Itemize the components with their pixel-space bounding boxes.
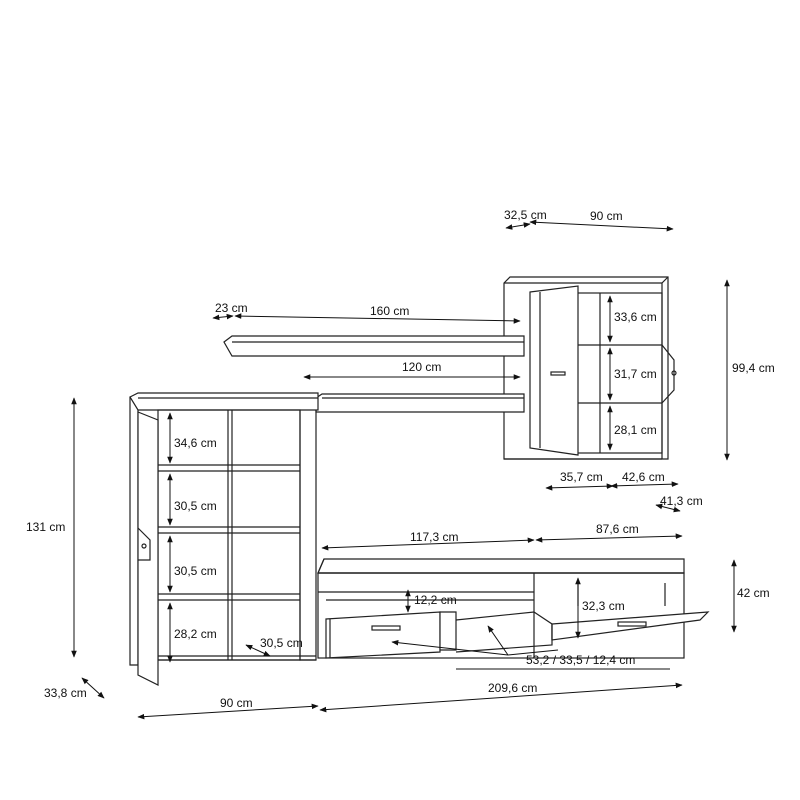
label-tv-height: 42 cm xyxy=(737,586,770,600)
label-shelf-depth: 23 cm xyxy=(215,301,248,315)
label-book-depth: 33,8 cm xyxy=(44,686,87,700)
label-wall-comp1: 33,6 cm xyxy=(614,310,657,324)
label-tv-right-width: 87,6 cm xyxy=(596,522,639,536)
label-shelf-short: 120 cm xyxy=(402,360,441,374)
label-wall-height: 99,4 cm xyxy=(732,361,775,375)
tv-unit xyxy=(317,558,710,659)
wall-cabinet xyxy=(503,276,677,460)
dimension-lines xyxy=(71,219,737,720)
label-wall-inner-depth: 41,3 cm xyxy=(660,494,703,508)
label-wall-comp3: 28,1 cm xyxy=(614,423,657,437)
bookcase xyxy=(129,392,319,686)
label-book-height: 131 cm xyxy=(26,520,65,534)
label-tv-drawer-dims: 53,2 / 33,5 / 12,4 cm xyxy=(526,653,635,667)
label-tv-total-width: 209,6 cm xyxy=(488,681,537,695)
label-shelf-long: 160 cm xyxy=(370,304,409,318)
label-book-comp-width: 30,5 cm xyxy=(260,636,303,650)
label-wall-comp2: 31,7 cm xyxy=(614,367,657,381)
label-wall-split-left: 35,7 cm xyxy=(560,470,603,484)
label-book-comp2: 30,5 cm xyxy=(174,499,217,513)
label-tv-drawer-h: 12,2 cm xyxy=(414,593,457,607)
label-top-width: 90 cm xyxy=(590,209,623,223)
dimension-labels: 32,5 cm 90 cm 23 cm 160 cm 120 cm 33,6 c… xyxy=(26,208,775,710)
label-tv-comp-h: 32,3 cm xyxy=(582,599,625,613)
label-tv-left-width: 117,3 cm xyxy=(410,530,458,544)
label-book-width: 90 cm xyxy=(220,696,253,710)
label-book-comp1: 34,6 cm xyxy=(174,436,217,450)
label-book-comp3: 30,5 cm xyxy=(174,564,217,578)
label-top-depth: 32,5 cm xyxy=(504,208,547,222)
label-book-comp4: 28,2 cm xyxy=(174,627,217,641)
label-wall-split-right: 42,6 cm xyxy=(622,470,665,484)
